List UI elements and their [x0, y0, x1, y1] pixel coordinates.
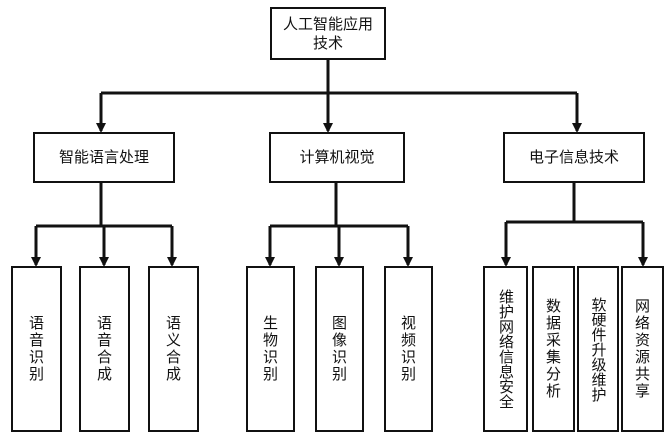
- leaf-node-video-recognition: 视频识别: [384, 266, 433, 432]
- leaf-node-biometric-recognition: 生物识别: [246, 266, 295, 432]
- branch-node-electronic-information: 电子信息技术: [503, 132, 645, 183]
- leaf-node-data-collection: 数据采集分析: [532, 266, 575, 432]
- root-node-line-2: 技术: [312, 33, 343, 52]
- leaf-node-image-recognition: 图像识别: [315, 266, 364, 432]
- branch-node-computer-vision: 计算机视觉: [269, 132, 405, 183]
- leaf-node-speech-synthesis: 语音合成: [79, 266, 130, 432]
- root-node: 人工智能应用 技术: [270, 7, 386, 60]
- branch-node-language-processing: 智能语言处理: [33, 132, 175, 183]
- leaf-node-network-resource-sharing: 网络资源共享: [621, 266, 664, 432]
- leaf-node-network-security: 维护网络信息安全: [483, 266, 528, 432]
- leaf-node-speech-recognition: 语音识别: [11, 266, 62, 432]
- root-node-line-1: 人工智能应用: [282, 14, 373, 33]
- leaf-node-semantic-synthesis: 语义合成: [148, 266, 199, 432]
- leaf-node-hardware-software-upgrade: 软硬件升级维护: [577, 266, 619, 432]
